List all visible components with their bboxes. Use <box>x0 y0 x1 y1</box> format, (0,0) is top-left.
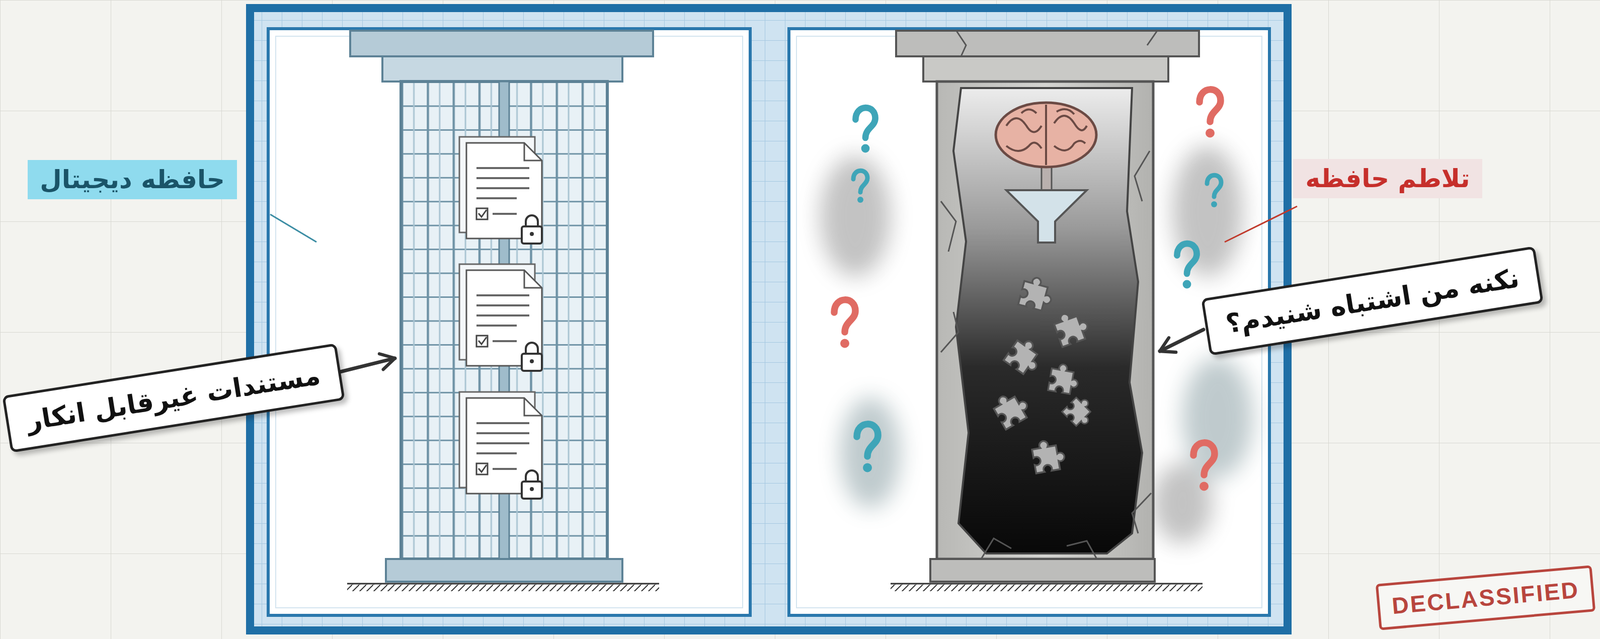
leader-line <box>270 214 317 243</box>
question-mark <box>855 107 875 153</box>
digital-column <box>401 81 608 559</box>
puzzle-piece <box>990 274 1098 473</box>
document-icon <box>529 487 534 492</box>
blueprint-frame <box>788 28 1270 616</box>
brain-icon <box>1006 104 1087 166</box>
cracked-column <box>930 558 1155 582</box>
cracked-column <box>890 584 1203 592</box>
digital-column <box>347 584 660 592</box>
brain-icon <box>995 102 1097 168</box>
document-icon <box>521 353 542 371</box>
puzzle-piece <box>1048 362 1081 395</box>
digital-column <box>347 30 660 592</box>
document-icon <box>478 337 487 345</box>
question-mark <box>834 299 856 349</box>
document-icon <box>492 212 517 215</box>
question-mark <box>834 89 1222 492</box>
document-icon <box>521 481 542 499</box>
document-icon <box>459 264 542 371</box>
brain-icon <box>1006 190 1087 243</box>
leader-line <box>1224 206 1298 243</box>
cracked-column <box>940 30 1158 559</box>
label-text: حافظه دیجیتال <box>39 165 225 195</box>
document-icon <box>492 340 517 343</box>
label-text: نکنه من اشتباه شنیدم؟ <box>1223 262 1522 339</box>
document-icon <box>524 397 542 416</box>
document-icon <box>459 136 542 244</box>
document-icon <box>529 359 534 364</box>
document-icon <box>524 270 542 288</box>
label-text: DECLASSIFIED <box>1391 576 1581 620</box>
smudge <box>1182 357 1253 478</box>
blueprint-frame <box>250 8 1288 631</box>
stamp: DECLASSIFIED <box>1375 565 1596 630</box>
section-tag: تلاطم حافظه <box>1293 158 1482 199</box>
cracked-column <box>890 30 1203 592</box>
document-icon <box>476 463 488 475</box>
blueprint-frame <box>268 28 751 616</box>
document-icon <box>466 142 542 239</box>
smudge <box>840 397 901 509</box>
leader-line <box>270 206 1298 243</box>
document-icon <box>478 209 487 217</box>
question-mark <box>1199 89 1221 138</box>
question-mark <box>1193 442 1215 492</box>
document-icon <box>459 391 542 499</box>
question-mark <box>1207 175 1222 208</box>
cracked-column <box>923 56 1169 82</box>
cracked-column <box>896 30 1199 57</box>
question-mark <box>853 170 868 203</box>
puzzle-piece <box>1052 307 1092 348</box>
puzzle-piece <box>1030 437 1067 473</box>
document-icon <box>466 397 542 494</box>
question-mark <box>856 424 878 473</box>
document-icon <box>492 467 517 470</box>
label-text: مستندات غیرقابل انکار <box>24 359 323 436</box>
document-icon <box>476 295 530 326</box>
document-icon <box>476 208 488 220</box>
smudge <box>1172 145 1243 277</box>
blueprint-frame <box>796 36 1262 608</box>
smudge <box>820 155 891 277</box>
brain-icon <box>995 102 1097 243</box>
callout-box: نکنه من اشتباه شنیدم؟ <box>1201 246 1545 356</box>
document-icon <box>476 335 488 347</box>
puzzle-piece <box>990 387 1033 430</box>
blueprint-frame <box>250 8 1288 631</box>
question-mark <box>1176 243 1197 289</box>
cracked-column <box>936 81 1154 559</box>
document-icon <box>476 168 530 199</box>
puzzle-piece <box>1018 274 1056 312</box>
digital-column <box>385 558 623 582</box>
puzzle-piece <box>1062 393 1099 431</box>
blueprint-frame <box>275 36 743 608</box>
callout-arrow <box>1159 329 1204 352</box>
document-icon <box>521 226 542 244</box>
document-icon <box>476 423 530 454</box>
digital-column <box>350 30 654 57</box>
document-icon <box>524 142 542 161</box>
digital-column <box>401 81 608 559</box>
callout-arrow <box>338 329 1204 373</box>
section-tag: حافظه دیجیتال <box>27 160 237 200</box>
puzzle-piece <box>1003 335 1047 378</box>
label-text: تلاطم حافظه <box>1305 164 1470 194</box>
callout-arrow <box>338 358 395 373</box>
document-icon <box>529 231 534 236</box>
document-icon <box>478 464 487 472</box>
digital-column <box>382 56 623 82</box>
cracked-column <box>953 88 1143 554</box>
callout-box: مستندات غیرقابل انکار <box>2 343 345 453</box>
document-icon <box>466 270 542 366</box>
